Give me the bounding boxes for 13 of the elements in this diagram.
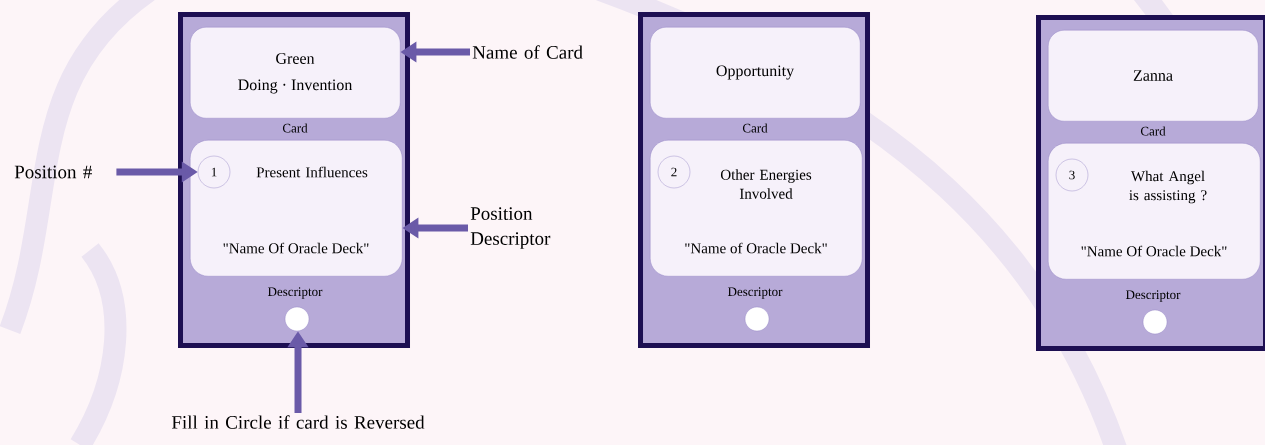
callout-text: Position Descriptor xyxy=(470,207,551,249)
reversed-circle xyxy=(1142,309,1168,335)
callout-text: Fill in Circle if card is Reversed xyxy=(171,415,425,429)
card-name-box: Green Doing · Invention xyxy=(190,27,401,119)
card-name-box: Opportunity xyxy=(650,27,861,119)
position-number: 1 xyxy=(197,155,231,189)
callout-text: Position # xyxy=(14,165,92,179)
card-name-box: Zanna xyxy=(1048,30,1259,122)
position-number: 3 xyxy=(1055,158,1089,192)
reversed-circle xyxy=(744,306,770,332)
reversed-circle xyxy=(284,306,310,332)
position-number: 2 xyxy=(657,155,691,189)
callout-text: Name of Card xyxy=(472,45,583,59)
